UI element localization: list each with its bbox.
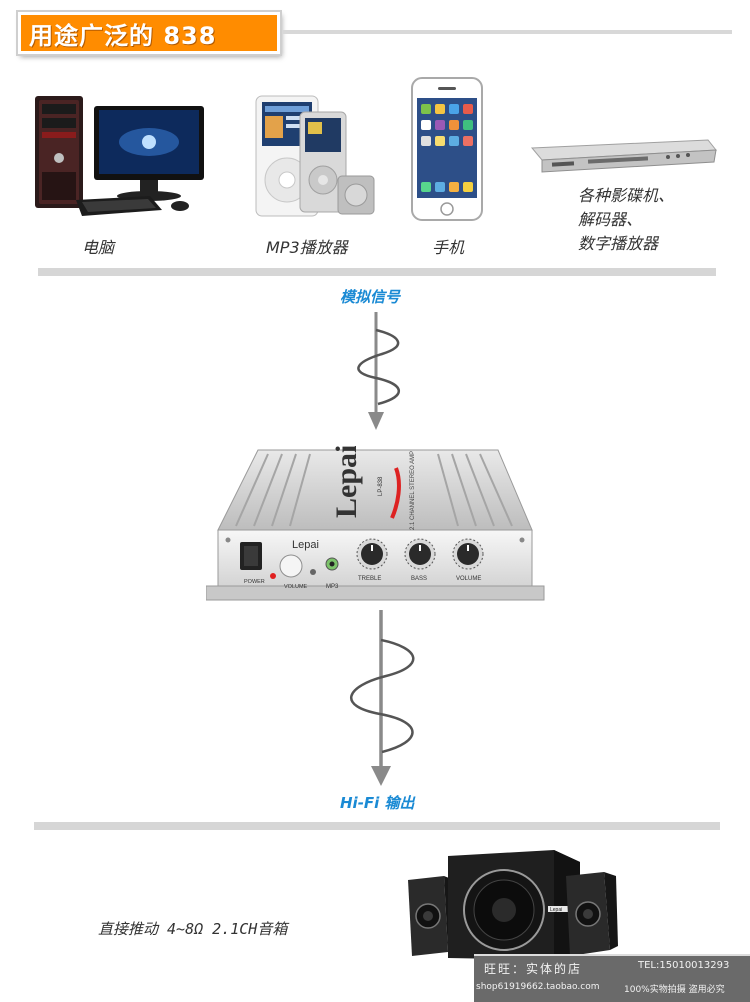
dvd-label: 各种影碟机、 解码器、 数字播放器: [578, 184, 674, 256]
section-title: 用途广泛的 838: [29, 21, 217, 50]
speaker-system-image: Lepai: [408, 850, 618, 960]
watermark-store-name: 旺旺：实体的店: [484, 962, 583, 976]
amp-volume-label: VOLUME: [456, 576, 481, 582]
dvd-label-line1: 各种影碟机、: [578, 186, 675, 205]
amp-treble-label: TREBLE: [358, 576, 381, 582]
amp-side-text: 2.1 CHANNEL STEREO AMP: [410, 451, 416, 530]
watermark-tel: TEL:15010013293: [638, 960, 730, 971]
mp3-label: MP3播放器: [266, 238, 348, 257]
analog-signal-label: 模拟信号: [340, 288, 401, 306]
amp-front-brand: Lepai: [292, 539, 319, 551]
top-divider: [38, 268, 716, 276]
input-signal-wave-icon: [357, 312, 400, 430]
amp-bass-label: BASS: [411, 576, 427, 582]
dvd-label-line3: 数字播放器: [578, 234, 659, 253]
title-underline: [282, 30, 732, 34]
phone-image: [411, 77, 483, 221]
amp-top-brand: Lepai: [330, 446, 363, 518]
watermark-note: 100%实物拍摄 盗用必究: [624, 985, 725, 995]
watermark-shop-url: shop61919662.taobao.com: [476, 982, 600, 992]
amp-model: LP-838: [378, 476, 384, 496]
bottom-divider: [34, 822, 720, 830]
hifi-output-label: Hi-Fi 输出: [340, 794, 415, 812]
dvd-label-line2: 解码器、: [578, 210, 643, 229]
computer-image: [35, 96, 204, 216]
lepai-amplifier-image: Lepai LP-838 2.1 CHANNEL STEREO AMP Lepa…: [206, 446, 545, 601]
shop-watermark: 旺旺：实体的店 TEL:15010013293 shop61919662.tao…: [474, 954, 750, 1002]
subwoofer-badge: Lepai: [550, 907, 562, 913]
speaker-drive-label: 直接推动 4~8Ω 2.1CH音箱: [98, 920, 288, 938]
mp3-player-image: [255, 95, 375, 217]
amp-small-volume-label: VOLUME: [284, 584, 308, 590]
phone-label: 手机: [432, 238, 465, 257]
section-title-banner: 用途广泛的 838: [18, 12, 280, 54]
amp-mp3-label: MP3: [326, 584, 339, 590]
amp-power-label: POWER: [244, 579, 265, 585]
dvd-player-image: [530, 139, 717, 173]
computer-label: 电脑: [82, 238, 115, 257]
output-signal-wave-icon: [350, 610, 415, 786]
